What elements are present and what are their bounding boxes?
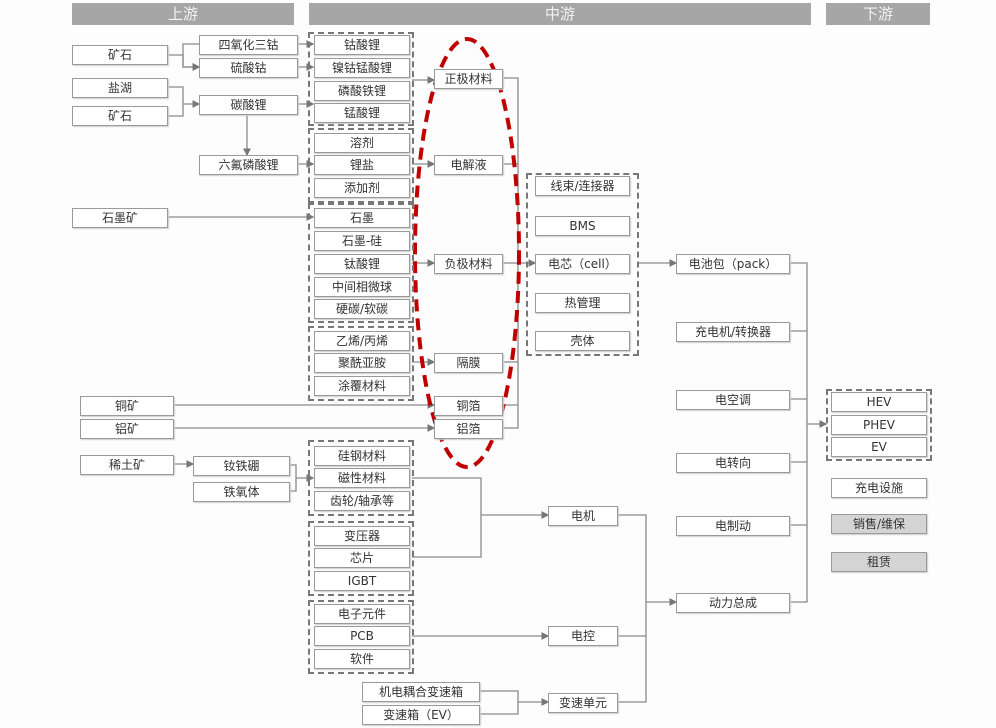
node-anode-item: 硬碳/软碳 [314, 299, 410, 319]
node-cathode-material: 正极材料 [434, 69, 503, 89]
group-vehicles [826, 389, 932, 461]
node-graphite-ore: 石墨矿 [72, 208, 168, 228]
node-phev: PHEV [831, 415, 927, 435]
node-intermediate: 六氟磷酸锂 [199, 155, 298, 175]
group-anode [308, 203, 414, 323]
node-electronics: PCB [314, 626, 410, 646]
node-electrolyte-item: 添加剂 [314, 178, 410, 198]
node-cathode-item: 锰酸锂 [314, 103, 410, 123]
highlight-ellipse [413, 37, 521, 469]
node-separator-item: 涂覆材料 [314, 376, 410, 396]
node-anode-item: 石墨-硅 [314, 231, 410, 251]
node-anode-item: 钛酸锂 [314, 254, 410, 274]
node-electric-ac: 电空调 [676, 390, 790, 410]
node-salt-lake: 盐湖 [72, 78, 168, 98]
node-cathode-item: 镍钴锰酸锂 [314, 58, 410, 78]
node-ore: 矿石 [72, 45, 168, 65]
node-separator-item: 乙烯/丙烯 [314, 331, 410, 351]
node-cell-component: BMS [535, 216, 630, 236]
group-motor-materials [308, 440, 414, 516]
node-charger: 充电机/转换器 [676, 322, 790, 342]
node-anode-item: 中间相微球 [314, 277, 410, 297]
node-anode-item: 石墨 [314, 208, 410, 228]
node-electric-steering: 电转向 [676, 453, 790, 473]
node-leasing: 租赁 [831, 552, 927, 572]
node-charging-facilities: 充电设施 [831, 478, 927, 498]
node-motor-material: 硅钢材料 [314, 446, 410, 466]
node-electronics: 软件 [314, 649, 410, 669]
node-electronics: 电子元件 [314, 604, 410, 624]
node-aluminum-ore: 铝矿 [80, 419, 174, 439]
node-transmission-unit: 变速单元 [548, 693, 618, 713]
node-cell-component: 线束/连接器 [535, 176, 630, 196]
node-copper-foil: 铜箔 [434, 396, 503, 416]
group-control-parts [308, 521, 414, 596]
node-cathode-item: 钴酸锂 [314, 35, 410, 55]
node-electrolyte: 电解液 [434, 155, 503, 175]
node-motor-material: 磁性材料 [314, 468, 410, 488]
header-upstream: 上游 [72, 3, 294, 25]
node-battery-pack: 电池包（pack） [676, 254, 790, 274]
node-intermediate: 碳酸锂 [199, 95, 298, 115]
node-aluminum-foil: 铝箔 [434, 419, 503, 439]
group-electrolyte [308, 128, 414, 203]
node-intermediate: 铁氧体 [193, 482, 290, 502]
node-intermediate: 钕铁硼 [193, 456, 290, 476]
group-cathode [308, 32, 414, 126]
node-sales-maintenance: 销售/维保 [831, 514, 927, 534]
node-separator-item: 聚酰亚胺 [314, 353, 410, 373]
node-powertrain: 动力总成 [676, 593, 790, 613]
node-control-part: IGBT [314, 571, 410, 591]
node-motor: 电机 [548, 506, 618, 526]
node-anode-material: 负极材料 [434, 254, 503, 274]
node-separator: 隔膜 [434, 353, 503, 373]
header-downstream: 下游 [826, 3, 930, 25]
node-gearbox: 变速箱（EV） [362, 705, 480, 725]
group-electronics [308, 600, 414, 674]
node-cell: 电芯（cell） [535, 254, 630, 274]
node-controller: 电控 [548, 626, 618, 646]
node-cathode-item: 磷酸铁锂 [314, 81, 410, 101]
node-electrolyte-item: 溶剂 [314, 133, 410, 153]
node-control-part: 变压器 [314, 526, 410, 546]
group-cell [526, 173, 639, 356]
node-rare-earth-ore: 稀土矿 [80, 455, 174, 475]
node-gearbox: 机电耦合变速箱 [362, 682, 480, 702]
node-cell-component: 壳体 [535, 331, 630, 351]
node-hev: HEV [831, 392, 927, 412]
node-motor-material: 齿轮/轴承等 [314, 491, 410, 511]
node-electric-brake: 电制动 [676, 516, 790, 536]
node-intermediate: 四氧化三钴 [199, 35, 298, 55]
node-ev: EV [831, 437, 927, 457]
node-ore: 矿石 [72, 106, 168, 126]
header-midstream: 中游 [309, 3, 811, 25]
group-separator [308, 326, 414, 401]
node-cell-component: 热管理 [535, 293, 630, 313]
node-copper-ore: 铜矿 [80, 396, 174, 416]
node-intermediate: 硫酸钴 [199, 58, 298, 78]
node-control-part: 芯片 [314, 548, 410, 568]
node-electrolyte-item: 锂盐 [314, 155, 410, 175]
